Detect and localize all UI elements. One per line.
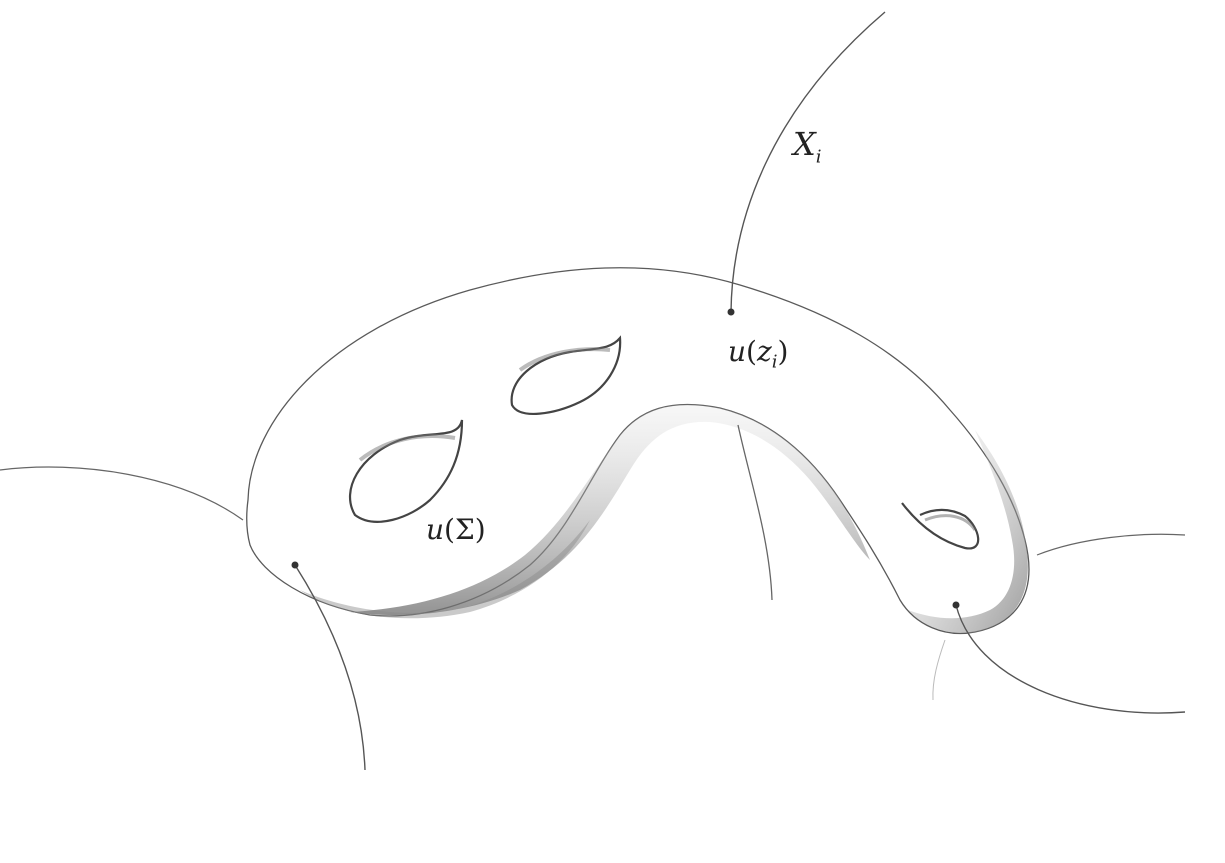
point-label-u-zi: u(zi) xyxy=(728,335,789,373)
hole-middle xyxy=(510,335,622,415)
surface-shading-right-end xyxy=(908,430,1028,634)
hole-left xyxy=(349,419,464,523)
curve-left-outer xyxy=(0,466,244,521)
curve-bottom-left xyxy=(294,564,366,771)
curve-top xyxy=(730,11,886,313)
marked-point-right xyxy=(952,601,960,609)
hole-right xyxy=(901,502,980,550)
curve-faint-bottom xyxy=(932,639,946,701)
marked-point-zi xyxy=(727,308,735,316)
surface-label-u-sigma: u(Σ) xyxy=(426,513,486,546)
curve-right-lower xyxy=(955,604,1186,714)
curve-label-xi: Xi xyxy=(793,125,822,168)
curve-right-upper xyxy=(1036,533,1186,556)
marked-point-left xyxy=(291,561,299,569)
curve-middle-under xyxy=(737,424,773,601)
